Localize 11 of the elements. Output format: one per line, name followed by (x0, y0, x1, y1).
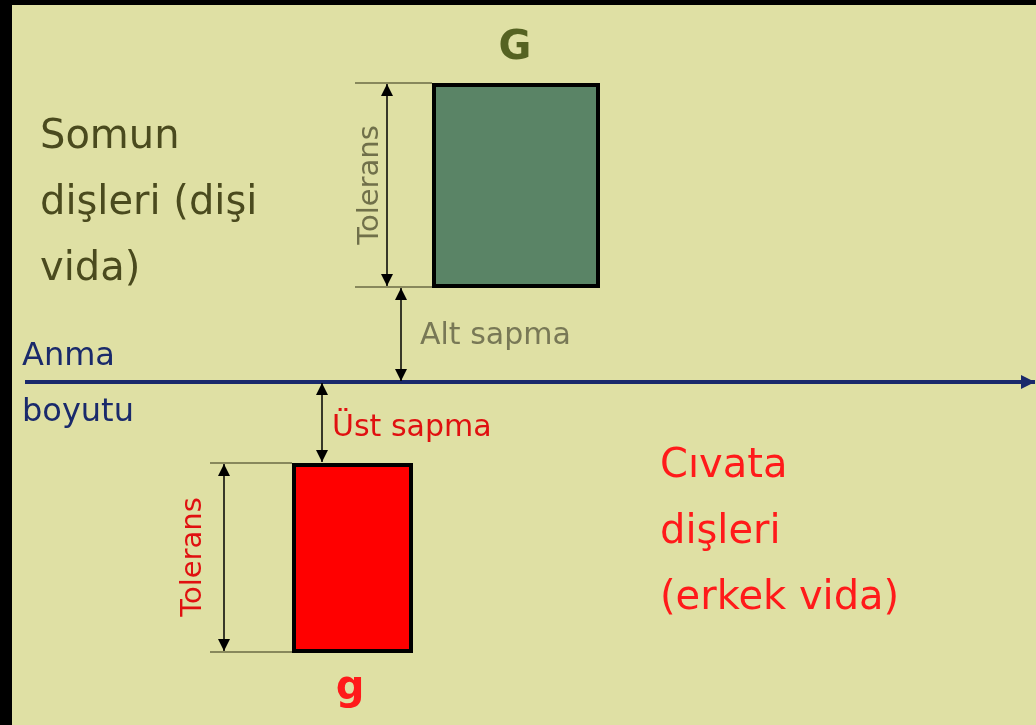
description-text: Somun dişleri (dişi vida) (40, 110, 259, 291)
dimension-label: Tolerans (353, 125, 383, 245)
axis-label: Anma boyutu (22, 334, 135, 431)
description-text: Cıvata dişleri (erkek vida) (660, 439, 901, 620)
dimension-label: Alt sapma (420, 316, 571, 351)
dimension-label: Üst sapma (332, 408, 492, 443)
tolerance-zone-box (292, 463, 413, 653)
dimension-label: Tolerans (176, 497, 206, 617)
tolerance-zone-box (432, 83, 600, 288)
zone-letter: g (335, 662, 365, 708)
zone-letter: G (498, 22, 532, 68)
